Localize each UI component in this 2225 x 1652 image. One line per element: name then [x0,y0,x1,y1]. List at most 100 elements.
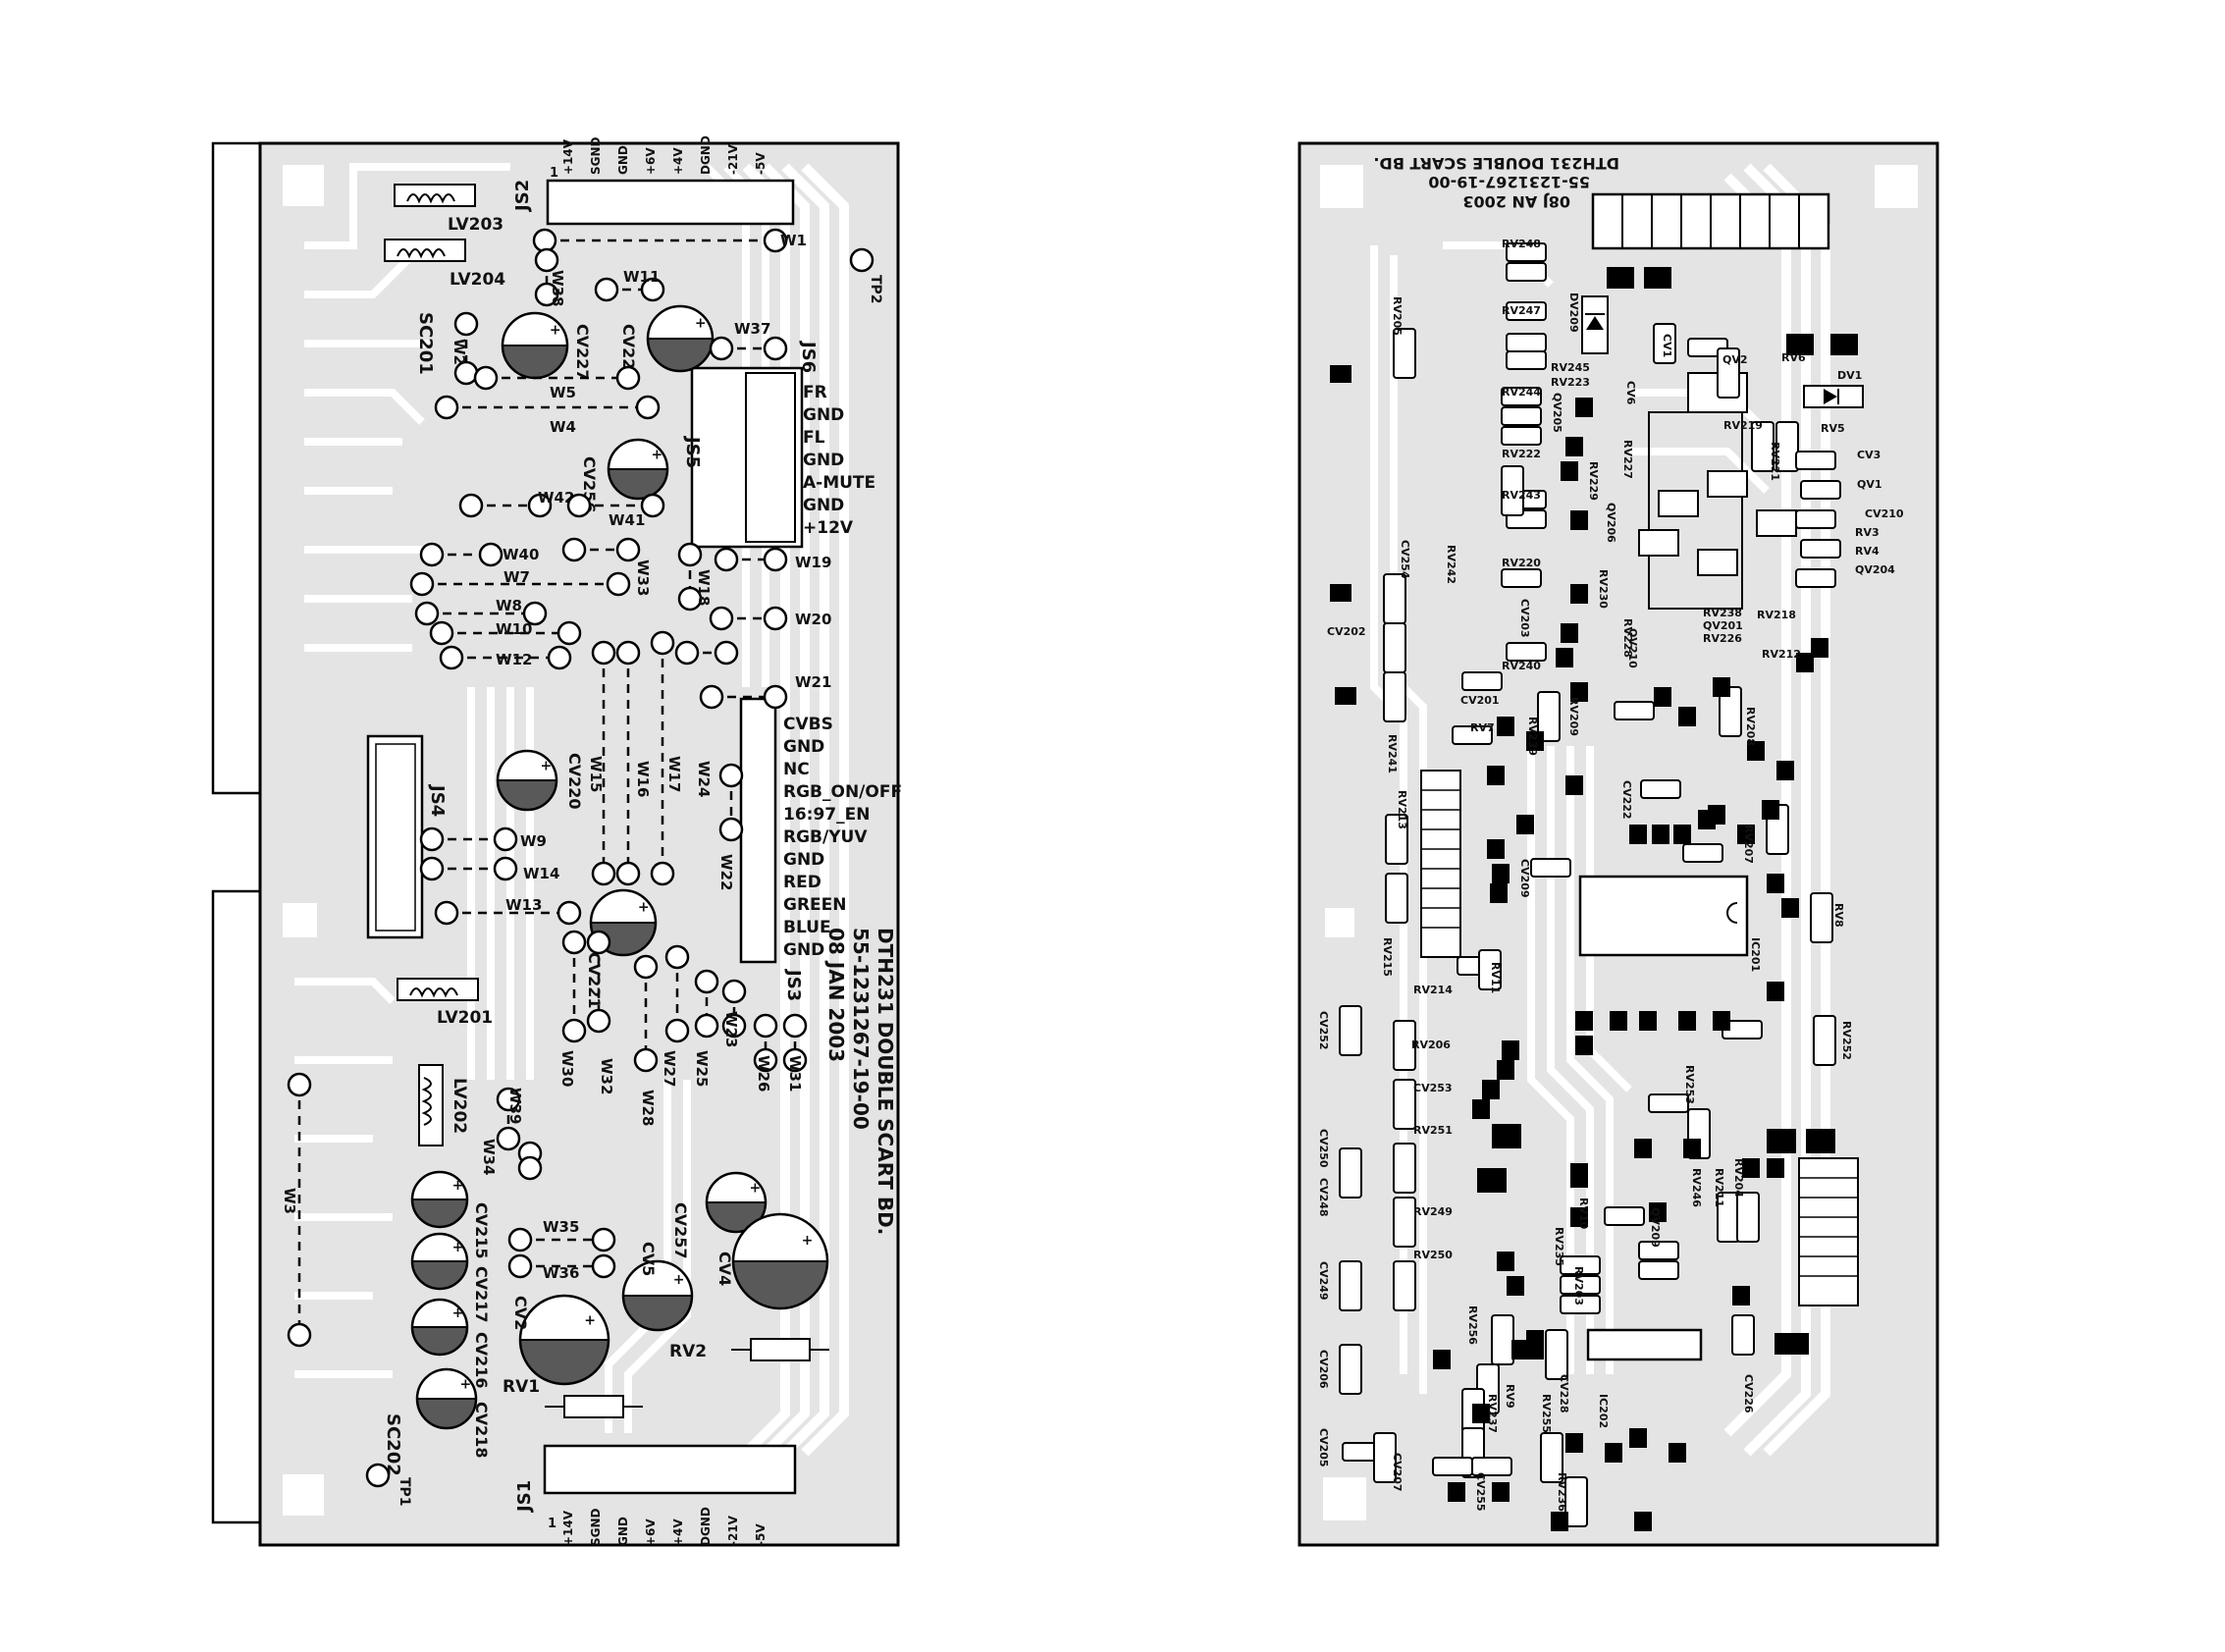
qv210-label: QV210 [1626,628,1639,668]
right-title-line: DTH231 DOUBLE SCART BD. [1373,154,1619,173]
js3-signal-label: RGB_ON/OFF [783,782,902,802]
js1-header [543,1444,797,1495]
dv1-label: DV1 [1837,369,1862,382]
js1-pin-label: +6V [644,1519,658,1546]
qv1-label: QV1 [1857,478,1882,491]
w31-jumper: W31 [782,1013,808,1092]
cv205-label: CV205 [1317,1428,1330,1467]
cv2-capacitor: +CV2 [511,1294,610,1386]
js1-pin-label: +14V [561,1510,575,1546]
rv235-label: RV235 [1553,1227,1565,1266]
tp2-label: TP2 [868,275,883,304]
w42-jumper: W42 [458,489,574,518]
left-title-line: 08 JAN 2003 [824,928,848,1062]
w38-jumper: W38 [534,247,566,306]
rv244-label: RV244 [1502,386,1541,399]
js1-pin-label: SGND [589,1508,603,1546]
rv248-label: RV248 [1502,238,1541,250]
js3-signal-label: GND [783,940,824,960]
cv228-label: CV228 [1558,1374,1570,1413]
js3-signal-label: GND [783,737,824,757]
js3-signal-label: GND [783,850,824,870]
w37-label: W37 [734,320,770,338]
w12-jumper: W12 [439,645,572,670]
w18-label: W18 [695,569,713,606]
rv249-label: RV249 [1413,1205,1453,1218]
mount-hole-r-tr [1875,165,1918,208]
cv5-capacitor: +CV5 [621,1242,694,1332]
w34-label: W34 [480,1139,498,1175]
rv9-label: RV9 [1504,1384,1516,1409]
w8-label: W8 [496,597,522,614]
js1-pin-label: +4V [671,1519,685,1546]
left-smd-array [1420,770,1461,958]
js2-pin-label: +14V [561,138,575,175]
rv229-label: RV229 [1587,461,1600,501]
mount-hole-r-bl [1323,1477,1366,1520]
lv201-inductor: LV201 [397,978,493,1028]
mount-hole-bl [283,1474,324,1516]
qv206-label: QV206 [1605,503,1617,543]
cv254-label: CV254 [1399,540,1411,579]
w9-jumper: W9 [419,826,547,852]
rv205-label: RV205 [1391,296,1404,336]
mount-hole-r-ml [1325,908,1354,937]
cv257-polarity: + [750,1181,762,1197]
ic202-chip [1586,1328,1703,1361]
w40-jumper: W40 [419,542,539,567]
rv1-resistor: RV1 [503,1377,643,1418]
cv216-label: CV216 [472,1332,491,1389]
js3-signal-label: CVBS [783,715,833,734]
w2-label: W2 [450,339,468,365]
cv250-label: CV250 [1317,1129,1330,1168]
cv215-polarity: + [452,1178,464,1194]
rv240-label: RV240 [1502,660,1541,672]
lv202-inductor: LV202 [418,1064,469,1146]
w37-jumper: W37 [709,320,788,361]
w32-jumper: W32 [586,930,615,1094]
rv227-label: RV227 [1621,440,1634,479]
w24-label: W24 [695,761,713,797]
cv4-label: CV4 [715,1252,734,1286]
rv207-label: RV207 [1742,825,1755,864]
rv222-label: RV222 [1502,448,1541,460]
w41-jumper: W41 [566,493,665,529]
cv221-polarity: + [638,899,650,915]
js1-pin1-label: 1 [548,1517,556,1531]
qv204-label: QV204 [1855,563,1895,576]
w13-label: W13 [505,896,542,914]
cv257-label: CV257 [671,1202,690,1259]
js4-header [366,734,424,939]
cv217-capacitor: +CV217 [410,1232,491,1323]
cv218-capacitor: +CV218 [415,1367,491,1459]
cv5-label: CV5 [639,1242,658,1276]
js2-pin-label: +4V [671,147,685,175]
rv215-label: RV215 [1381,937,1394,977]
js3-label: JS3 [783,968,804,1001]
rv204-label: RV204 [1732,1158,1745,1198]
rv255-label: RV255 [1540,1394,1553,1433]
rv2-resistor: RV2 [669,1338,829,1361]
cv227-polarity: + [550,322,561,338]
w15-jumper: W15 [587,640,616,886]
w41-label: W41 [609,511,645,529]
rv247-label: RV247 [1502,304,1541,317]
tp1-pad [365,1463,391,1488]
js3-signal-label: 16:97_EN [783,805,870,825]
w1-label: W1 [780,232,807,249]
lv204-inductor: LV204 [384,239,505,290]
qv2-label: QV2 [1722,353,1748,366]
dv209-diode [1581,295,1609,354]
js6-signal-label: GND [803,496,844,515]
left-title-line: DTH231 DOUBLE SCART BD. [874,928,897,1235]
w10-label: W10 [496,620,532,638]
rv11-label: RV11 [1489,962,1502,993]
cv209-label: CV209 [1518,859,1531,898]
w3-label: W3 [281,1188,298,1214]
cv227-capacitor: +CV227 [501,311,592,381]
